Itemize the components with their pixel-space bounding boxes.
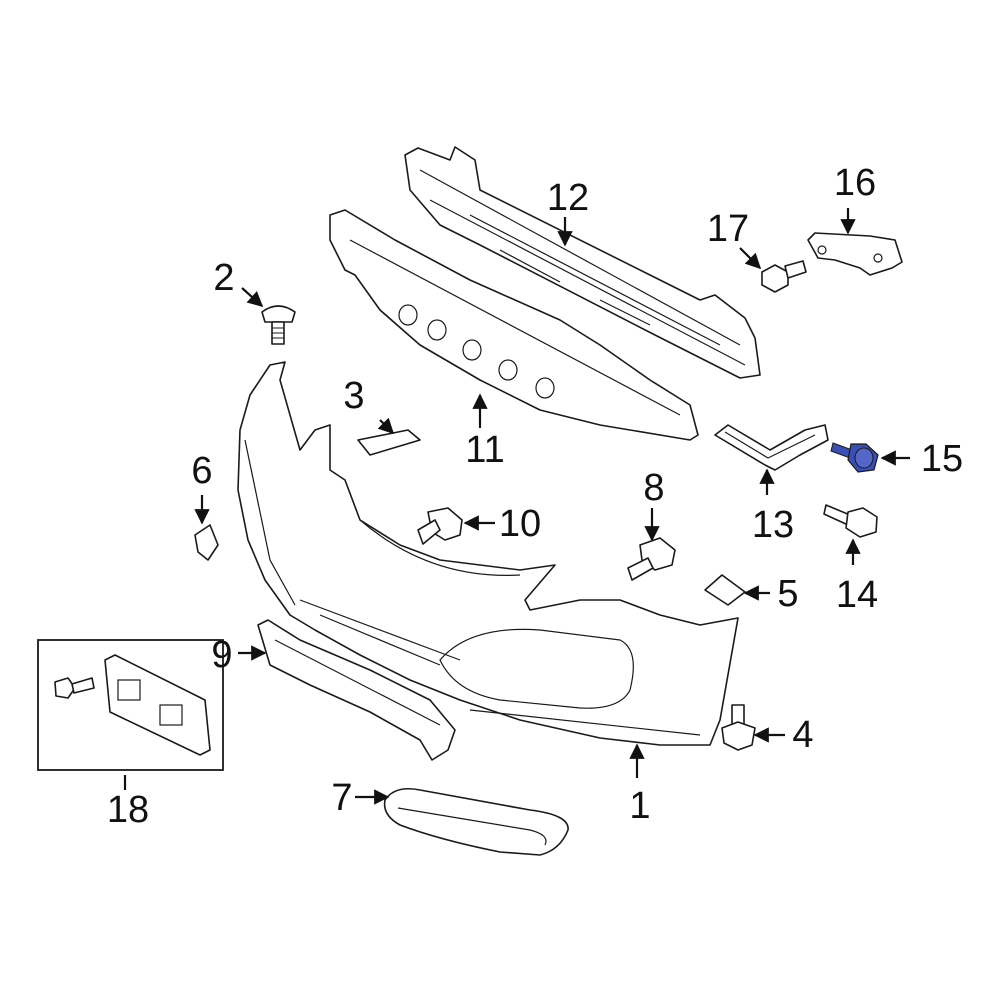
callout-1: 1	[629, 785, 650, 827]
callout-7: 7	[331, 777, 352, 819]
callout-12: 12	[547, 177, 589, 219]
part-11-energy-absorber[interactable]	[329, 209, 699, 441]
callout-10: 10	[499, 503, 541, 545]
part-12-reinforcement-beam[interactable]	[404, 146, 761, 379]
callout-14: 14	[836, 574, 878, 616]
callout-17: 17	[707, 208, 749, 250]
leader-lines	[123, 208, 910, 805]
callout-3: 3	[343, 375, 364, 417]
callout-4: 4	[792, 714, 813, 756]
part-16-bracket[interactable]	[807, 232, 903, 276]
callout-15: 15	[921, 438, 963, 480]
callout-18: 18	[107, 789, 149, 831]
callout-2: 2	[213, 257, 234, 299]
part-8-bolt[interactable]	[627, 537, 676, 581]
callout-6: 6	[191, 450, 212, 492]
part-4-bolt[interactable]	[721, 704, 756, 751]
part-18-kit-box[interactable]	[37, 639, 224, 771]
callout-9: 9	[211, 634, 232, 676]
callout-11: 11	[465, 429, 504, 471]
part-3-pad[interactable]	[357, 429, 421, 456]
part-9-lower-bar[interactable]	[257, 619, 456, 761]
part-13-bracket[interactable]	[714, 424, 829, 471]
part-10-bolt[interactable]	[417, 507, 463, 545]
callout-5: 5	[777, 573, 798, 615]
part-7-trim[interactable]	[383, 787, 569, 856]
part-1-bumper-cover[interactable]	[237, 361, 739, 746]
callout-13: 13	[752, 504, 794, 546]
callout-8: 8	[643, 467, 664, 509]
part-15-bolt-highlighted[interactable]	[830, 442, 879, 473]
part-2-screw[interactable]	[261, 305, 296, 345]
callout-16: 16	[834, 162, 876, 204]
part-17-bolt[interactable]	[761, 260, 807, 293]
part-6-clip[interactable]	[194, 524, 219, 561]
callout-labels: 12 11 16 17 15 13 14 2 3 6 10 8 5 4 9 7 …	[107, 162, 963, 831]
part-14-bolt[interactable]	[823, 504, 878, 538]
part-5-bracket[interactable]	[704, 574, 746, 606]
